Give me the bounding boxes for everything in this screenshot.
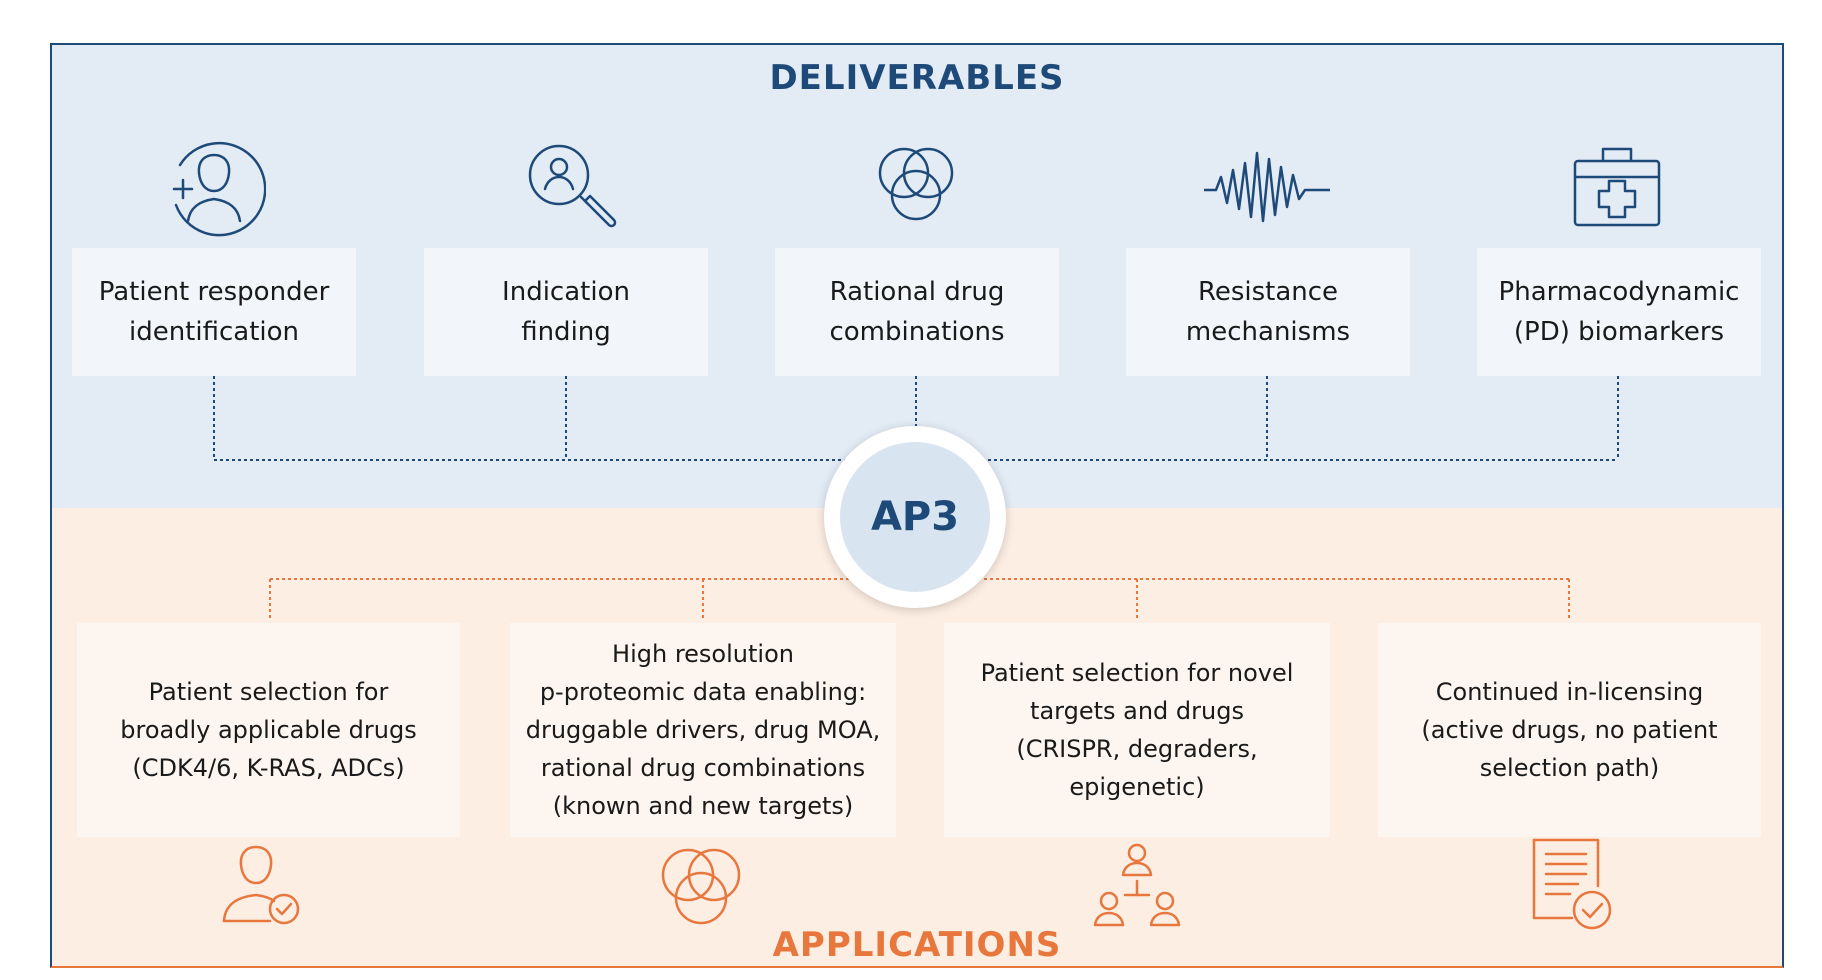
document-check-icon xyxy=(1532,838,1612,930)
deliverable-box: Pharmacodynamic(PD) biomarkers xyxy=(1477,248,1761,376)
deliverables-title: DELIVERABLES xyxy=(769,58,1065,98)
medical-kit-icon xyxy=(1573,147,1661,227)
ap3-inner-circle: AP3 xyxy=(840,442,990,592)
waveform-icon xyxy=(1204,151,1330,223)
ap3-label: AP3 xyxy=(870,494,960,540)
venn-circles-icon xyxy=(878,147,954,221)
application-box: Continued in-licensing(active drugs, no … xyxy=(1378,623,1761,837)
venn-circles-icon xyxy=(661,848,741,925)
patient-add-icon xyxy=(172,141,266,237)
person-check-icon xyxy=(222,845,300,925)
magnifier-person-icon xyxy=(528,144,617,228)
diagram-frame: DELIVERABLES xyxy=(50,43,1784,968)
ap3-node: AP3 xyxy=(824,426,1006,608)
applications-title: APPLICATIONS xyxy=(772,925,1062,965)
people-network-icon xyxy=(1093,843,1181,927)
